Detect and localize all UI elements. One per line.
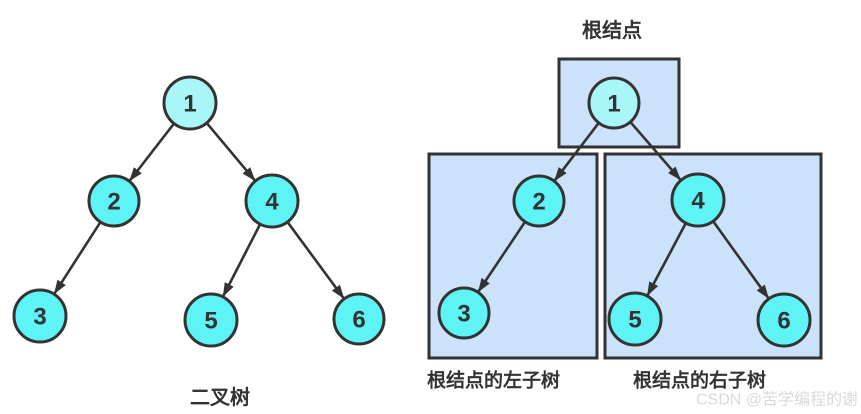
tree-node-circle-1 (162, 75, 218, 131)
left-tree-caption: 二叉树 (190, 386, 250, 409)
edge-4-6 (286, 221, 345, 299)
edge-4-6 (712, 221, 770, 299)
root-node-label: 根结点 (582, 18, 642, 42)
right-subtree-label: 根结点的右子树 (633, 369, 766, 392)
right-tree: 根结点 1 2 4 3 5 (427, 18, 823, 392)
left-subtree-label: 根结点的左子树 (427, 369, 560, 392)
tree-node-circle-4 (670, 172, 726, 228)
tree-node-circle-3 (12, 288, 68, 344)
right-tree-nodes: 1 2 4 3 5 6 (437, 76, 812, 348)
edge-4-5 (646, 223, 687, 296)
tree-node-circle-5 (607, 291, 663, 347)
tree-node-value-2: 2 (532, 189, 545, 216)
tree-node-circle-2 (87, 174, 141, 228)
tree-node-value-1: 1 (183, 91, 196, 118)
edge-2-3 (477, 221, 526, 293)
tree-node-circle-4 (244, 173, 300, 229)
tree-node-value-3: 3 (457, 301, 470, 328)
tree-node-value-4: 4 (265, 189, 279, 216)
edge-1-2 (553, 122, 600, 182)
tree-node-value-4: 4 (691, 188, 705, 215)
left-tree-edges (53, 122, 345, 299)
edge-1-4 (206, 122, 256, 182)
tree-node-circle-1 (587, 76, 641, 130)
tree-node-circle-5 (183, 292, 239, 348)
tree-node-circle-6 (332, 292, 386, 346)
edge-4-5 (222, 224, 261, 297)
tree-node-value-2: 2 (107, 189, 120, 216)
tree-node-value-1: 1 (607, 91, 620, 118)
tree-node-circle-2 (512, 174, 566, 228)
tree-node-value-6: 6 (777, 308, 790, 335)
edge-1-2 (128, 123, 175, 182)
csdn-watermark: CSDN @苦学编程的谢 (696, 391, 858, 409)
left-tree: 1 2 4 3 5 6 二叉树 (12, 75, 386, 409)
tree-node-circle-6 (756, 292, 812, 348)
tree-node-value-6: 6 (352, 307, 365, 334)
edge-2-3 (53, 222, 101, 295)
tree-node-value-3: 3 (33, 304, 46, 331)
tree-node-value-5: 5 (628, 307, 641, 334)
tree-node-value-5: 5 (204, 308, 217, 335)
left-tree-nodes: 1 2 4 3 5 6 (12, 75, 386, 348)
tree-node-circle-3 (437, 286, 491, 340)
right-tree-edges (477, 121, 770, 299)
edge-1-4 (630, 121, 682, 181)
